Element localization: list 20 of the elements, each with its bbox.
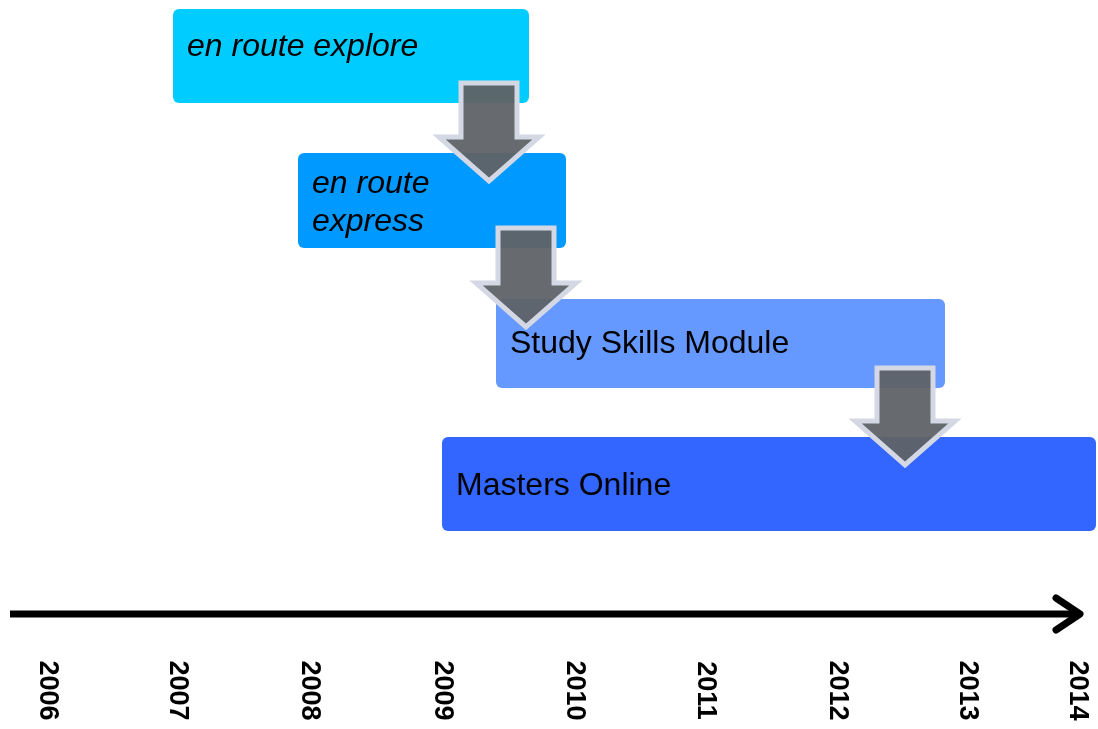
bar-label: en route explore <box>187 26 419 64</box>
year-label: 2011 <box>690 660 722 720</box>
timeline-bar <box>298 153 566 248</box>
year-label: 2012 <box>822 659 854 721</box>
bar-label: Study Skills Module <box>510 322 790 361</box>
year-label: 2009 <box>427 659 459 721</box>
year-label: 2013 <box>952 659 984 721</box>
timeline-bar <box>496 299 945 388</box>
timeline-bar <box>442 437 1096 531</box>
block-arrow <box>848 365 962 469</box>
timeline-bar <box>173 9 529 103</box>
block-arrow <box>432 80 546 185</box>
year-label: 2010 <box>559 659 591 721</box>
year-label: 2007 <box>162 659 194 721</box>
bar-label: en route express <box>312 162 431 239</box>
bar-label: Masters Online <box>456 465 672 503</box>
year-label: 2006 <box>32 659 64 721</box>
year-label: 2008 <box>294 659 326 721</box>
year-label: 2014 <box>1062 659 1094 721</box>
block-arrow <box>469 225 583 331</box>
